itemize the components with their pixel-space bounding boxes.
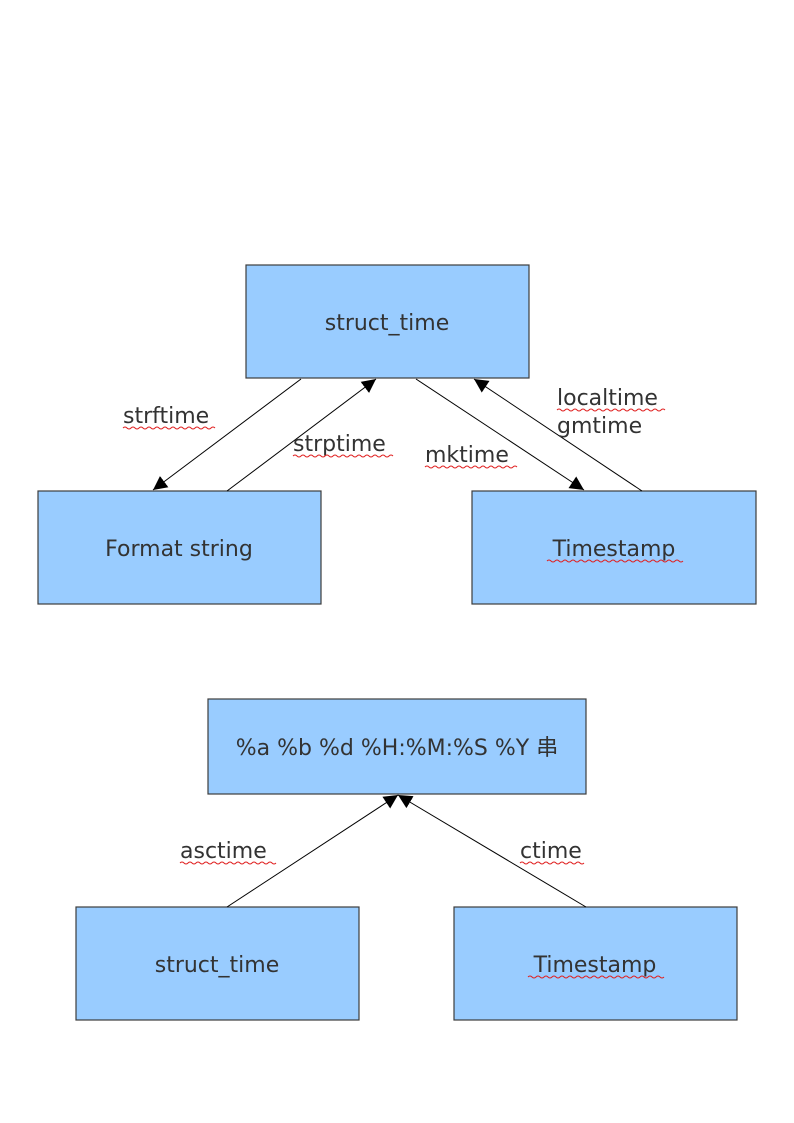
- spellcheck-underline: [546, 559, 684, 563]
- node-struct-time-2: struct_time: [75, 906, 360, 1021]
- node-timestamp-label: Timestamp: [552, 537, 676, 562]
- node-format-result: %a %b %d %H:%M:%S %Y 串: [207, 698, 587, 795]
- node-timestamp: Timestamp: [471, 490, 757, 605]
- edge-label-asctime: asctime: [180, 839, 267, 864]
- spellcheck-underline: [519, 861, 585, 865]
- edge-label-strftime: strftime: [123, 404, 209, 429]
- spellcheck-underline: [556, 408, 666, 412]
- node-format-string: Format string: [37, 490, 322, 605]
- spellcheck-underline: [527, 975, 665, 979]
- edge-strftime: [152, 378, 302, 491]
- node-struct-time-label: struct_time: [325, 311, 450, 336]
- edge-ctime: [397, 794, 587, 908]
- node-timestamp-2: Timestamp: [453, 906, 738, 1021]
- edge-mktime: [415, 378, 585, 491]
- spellcheck-underline: [179, 861, 277, 865]
- edge-localtime-gmtime: [473, 378, 643, 492]
- edge-label-gmtime: gmtime: [557, 414, 642, 439]
- edge-label-ctime: ctime: [520, 839, 582, 864]
- edge-asctime: [226, 794, 399, 908]
- spellcheck-underline: [122, 426, 216, 430]
- node-struct-time-2-label: struct_time: [155, 953, 280, 978]
- spellcheck-underline: [292, 454, 394, 458]
- spellcheck-underline: [424, 465, 518, 469]
- edge-label-mktime: mktime: [425, 443, 509, 468]
- edge-label-localtime: localtime: [557, 386, 658, 411]
- node-format-result-label: %a %b %d %H:%M:%S %Y 串: [236, 736, 558, 761]
- edge-strptime: [226, 378, 377, 492]
- edge-label-strptime: strptime: [293, 432, 386, 457]
- node-timestamp-2-label: Timestamp: [533, 953, 657, 978]
- node-format-string-label: Format string: [105, 537, 253, 562]
- diagram-2: %a %b %d %H:%M:%S %Y 串 struct_time Times…: [75, 698, 738, 1021]
- diagram-1: struct_time Format string Timestamp strf…: [37, 264, 757, 605]
- node-struct-time: struct_time: [245, 264, 530, 379]
